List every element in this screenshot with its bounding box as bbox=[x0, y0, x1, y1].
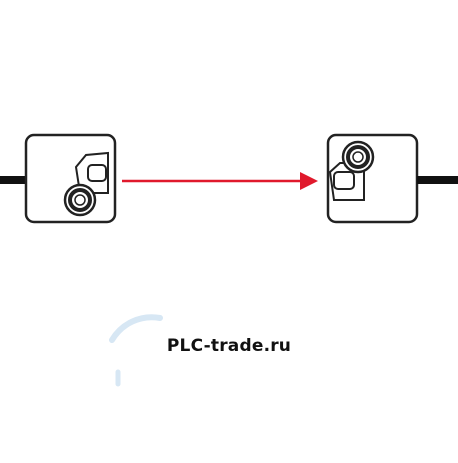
emitter-cable bbox=[0, 176, 26, 184]
emitter-lens-icon bbox=[63, 183, 97, 217]
beam-arrow bbox=[122, 172, 318, 190]
receiver-cable bbox=[417, 176, 458, 184]
emitter-device bbox=[24, 133, 117, 224]
receiver-device bbox=[326, 133, 419, 224]
watermark-logo-icon bbox=[109, 314, 163, 387]
watermark-text: PLC-trade.ru bbox=[166, 336, 292, 356]
receiver-lens-icon bbox=[341, 140, 375, 174]
